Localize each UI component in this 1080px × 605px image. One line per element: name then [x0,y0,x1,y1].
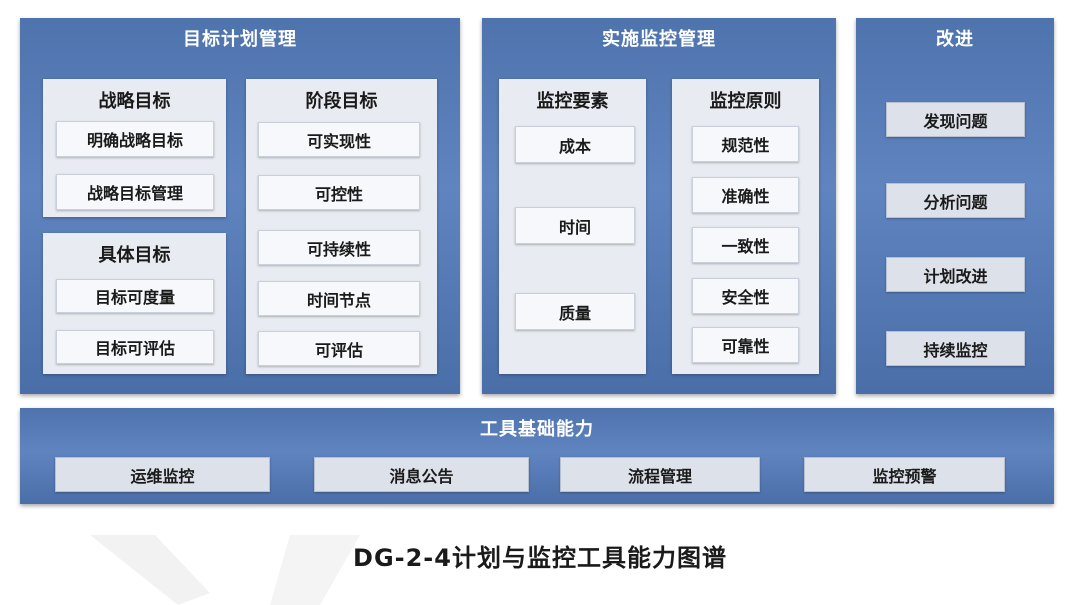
monitor-elements-title: 监控要素 [536,91,609,112]
strategic-item-2: 战略目标管理 [56,174,214,210]
principle-item-3: 一致性 [692,227,799,263]
principle-item-1: 规范性 [692,126,799,162]
specific-goal-title: 具体目标 [98,245,171,266]
monitor-title: 实施监控管理 [602,29,716,50]
tool-item-1: 运维监控 [55,457,270,492]
watermark-swoosh [90,535,360,605]
strategic-goal-title: 战略目标 [98,91,171,112]
specific-item-2: 目标可评估 [56,330,214,364]
monitor-panel: 实施监控管理 监控要素 成本 时间 质量 监控原则 规范性 准确性 一致性 安全… [482,18,836,394]
element-item-2: 时间 [515,207,635,244]
element-item-3: 质量 [515,293,635,330]
principle-item-5: 可靠性 [692,327,799,363]
phase-goal-title: 阶段目标 [305,91,378,112]
specific-item-1: 目标可度量 [56,279,214,313]
figure-caption: DG-2-4计划与监控工具能力图谱 [353,544,727,572]
improve-item-1: 发现问题 [886,102,1025,137]
specific-goal-box: 具体目标 目标可度量 目标可评估 [43,233,226,374]
phase-item-3: 可持续性 [258,230,420,265]
tool-item-3: 流程管理 [560,457,760,492]
strategic-item-1: 明确战略目标 [56,121,214,157]
tools-panel: 工具基础能力 运维监控 消息公告 流程管理 监控预警 [20,408,1054,504]
phase-item-4: 时间节点 [258,281,420,316]
improve-item-4: 持续监控 [886,331,1025,366]
tool-item-4: 监控预警 [804,457,1005,492]
target-plan-panel: 目标计划管理 战略目标 明确战略目标 战略目标管理 具体目标 目标可度量 目标可… [20,18,460,394]
phase-item-5: 可评估 [258,331,420,366]
improve-panel: 改进 发现问题 分析问题 计划改进 持续监控 [856,18,1054,394]
monitor-principles-box: 监控原则 规范性 准确性 一致性 安全性 可靠性 [672,79,819,374]
improve-item-3: 计划改进 [886,257,1025,292]
target-plan-title: 目标计划管理 [183,29,297,50]
tools-title: 工具基础能力 [480,419,594,440]
tool-item-2: 消息公告 [314,457,529,492]
phase-item-1: 可实现性 [258,122,420,157]
monitor-elements-box: 监控要素 成本 时间 质量 [499,79,646,374]
strategic-goal-box: 战略目标 明确战略目标 战略目标管理 [43,79,226,217]
element-item-1: 成本 [515,126,635,163]
phase-item-2: 可控性 [258,175,420,210]
phase-goal-box: 阶段目标 可实现性 可控性 可持续性 时间节点 可评估 [246,79,437,374]
monitor-principles-title: 监控原则 [709,91,782,112]
improve-title: 改进 [936,29,974,50]
improve-item-2: 分析问题 [886,183,1025,218]
principle-item-4: 安全性 [692,278,799,314]
principle-item-2: 准确性 [692,177,799,213]
